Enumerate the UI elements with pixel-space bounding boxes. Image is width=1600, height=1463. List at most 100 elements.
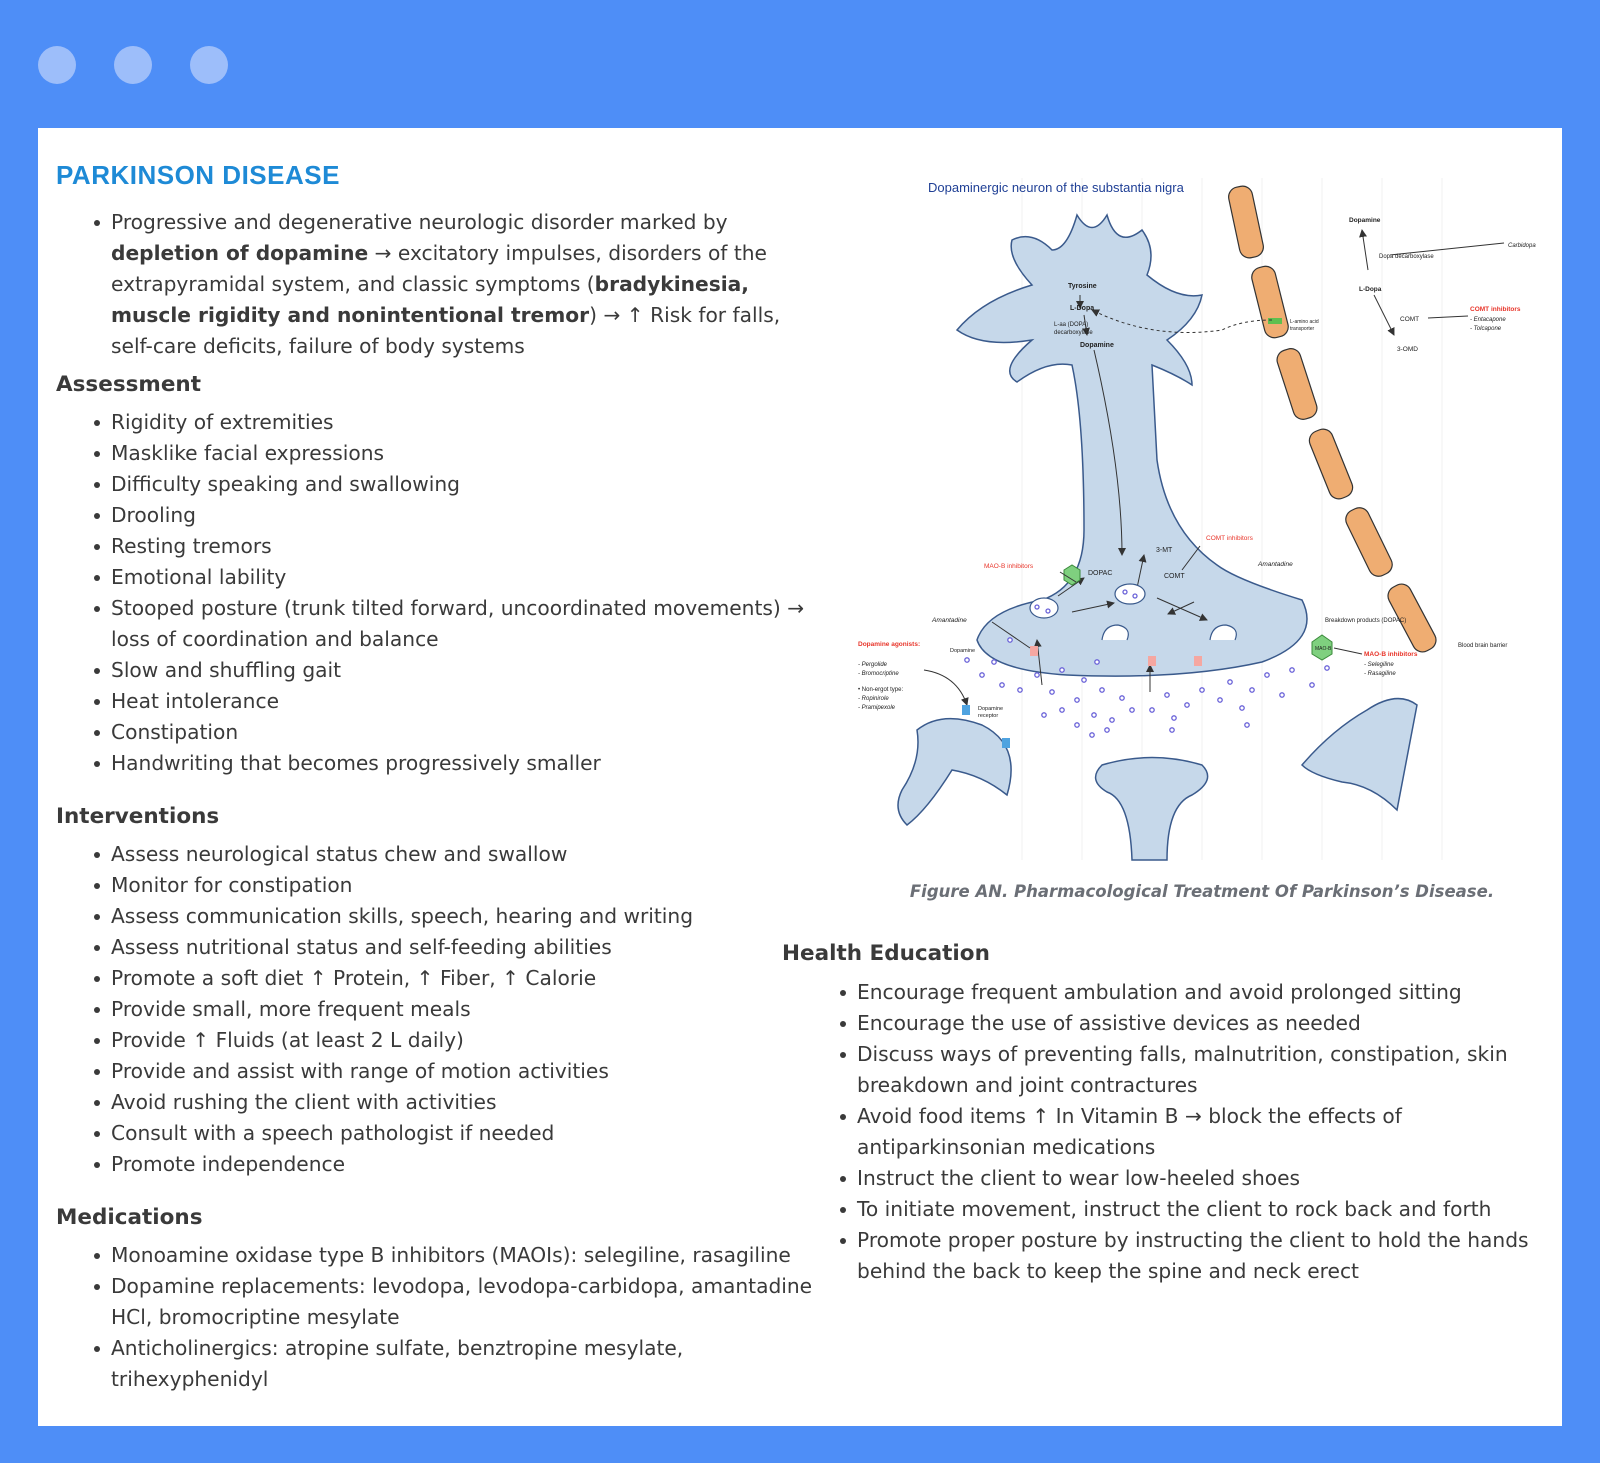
health-education-heading: Health Education [782,941,990,966]
list-item: Encourage frequent ambulation and avoid … [802,977,1542,1008]
right-ldopa-label: L-Dopa [1359,286,1382,293]
pharmacology-diagram: Dopaminergic neuron of the substantia ni… [858,178,1536,861]
intro-text-2: → excitatory impulses, disorders of the … [111,241,767,296]
postsynaptic-middle [1094,756,1209,861]
pergolide-label: - Pergolide [858,662,888,668]
pramipexole-label: - Pramipexole [858,705,896,711]
synapse-dopamine-label: Dopamine [950,648,975,654]
intro-item: Progressive and degenerative neurologic … [56,207,816,362]
assessment-list: Rigidity of extremities Masklike facial … [56,407,816,779]
list-item: Assess communication skills, speech, hea… [56,901,816,932]
postsynaptic-left [897,717,1012,826]
window-dot-1[interactable] [38,46,76,84]
right-comt-label: COMT [1400,316,1419,323]
dopamine-agonists-label: Dopamine agonists: [858,641,920,648]
list-item: Constipation [56,717,816,748]
ropinirole-label: - Ropinirole [858,696,889,702]
list-item: To initiate movement, instruct the clien… [802,1194,1542,1225]
amantadine-right-label: Amantadine [1257,561,1293,568]
intro-bold-2: bradykinesia, muscle rigidity and nonint… [111,272,749,327]
comt-inhibitors-label: COMT inhibitors [1206,535,1254,542]
content-sheet: PARKINSON DISEASE Progressive and degene… [38,128,1562,1426]
receptor-label-1: Dopamine [978,706,1003,712]
list-item: Resting tremors [56,531,816,562]
figure: Dopaminergic neuron of the substantia ni… [822,170,1542,870]
page-title: PARKINSON DISEASE [56,160,340,190]
figure-caption: Figure AN. Pharmacological Treatment Of … [909,882,1495,901]
neuron-title-label: Dopaminergic neuron of the substantia ni… [928,180,1185,195]
intro-list: Progressive and degenerative neurologic … [56,207,816,362]
list-item: Heat intolerance [56,686,816,717]
intro-text-3: ) → ↑ Risk for falls, self-care deficits… [111,303,781,358]
decarb-label: decarboxylase [1054,330,1093,336]
intro-text-1: Progressive and degenerative neurologic … [111,210,728,234]
amantadine-left-label: Amantadine [931,617,967,624]
ldopa-label: L-Dopa [1070,305,1094,312]
list-item: Anticholinergics: atropine sulfate, benz… [56,1333,816,1395]
list-item: Provide and assist with range of motion … [56,1056,816,1087]
mao-b-label: MAO-B inhibitors [984,563,1034,570]
neuron-body [955,213,1308,677]
list-item: Consult with a speech pathologist if nee… [56,1118,816,1149]
non-ergot-label: • Non-ergot type: [858,687,903,693]
list-item: Drooling [56,500,816,531]
carbidopa-label: Carbidopa [1508,243,1536,249]
comt-label: COMT [1164,573,1185,580]
mao-b-hex-label: MAO-B [1315,646,1332,652]
assessment-heading: Assessment [56,372,201,397]
list-item: Masklike facial expressions [56,438,816,469]
interventions-heading: Interventions [56,804,220,829]
window-dot-2[interactable] [114,46,152,84]
three-mt-label: 3-MT [1156,547,1173,554]
transporter-mark [1268,318,1282,324]
list-item: Discuss ways of preventing falls, malnut… [802,1039,1542,1101]
list-item: Handwriting that becomes progressively s… [56,748,816,779]
left-column: PARKINSON DISEASE Progressive and degene… [56,160,816,1395]
list-item: Monoamine oxidase type B inhibitors (MAO… [56,1240,816,1271]
laat-label-2: transporter [1290,326,1315,332]
right-comt-inhibitors-label: COMT inhibitors [1470,306,1521,313]
list-item: Promote proper posture by instructing th… [802,1225,1542,1287]
laa-label: L-aa (DOPA) [1054,322,1088,328]
intro-bold-1: depletion of dopamine [111,241,369,265]
list-item: Slow and shuffling gait [56,655,816,686]
list-item: Encourage the use of assistive devices a… [802,1008,1542,1039]
bbb-label: Blood brain barrier [1458,643,1507,649]
list-item: Emotional lability [56,562,816,593]
tolcapone-label: - Tolcapone [1470,326,1502,332]
blood-brain-barrier [1228,185,1437,653]
list-item: Promote a soft diet ↑ Protein, ↑ Fiber, … [56,963,816,994]
right-dopamine-label: Dopamine [1349,217,1381,224]
tyrosine-label: Tyrosine [1068,283,1097,290]
medications-heading: Medications [56,1205,203,1230]
mao-b-hexagon-left [1063,564,1081,586]
list-item: Provide ↑ Fluids (at least 2 L daily) [56,1025,816,1056]
list-item: Difficulty speaking and swallowing [56,469,816,500]
laat-label-1: L-amino acid [1290,319,1319,325]
interventions-list: Assess neurological status chew and swal… [56,839,816,1180]
three-omd-label: 3-OMD [1397,346,1418,353]
list-item: Provide small, more frequent meals [56,994,816,1025]
list-item: Monitor for constipation [56,870,816,901]
bromocriptine-label: - Bromocriptine [858,671,899,677]
dopac-label: DOPAC [1088,570,1112,577]
entacapone-label: - Entacapone [1470,317,1506,323]
mao-b-hexagon-right [1311,634,1333,661]
window-controls [38,46,228,84]
health-education-list: Encourage frequent ambulation and avoid … [802,977,1542,1287]
postsynaptic-right [1300,697,1418,812]
rasagiline-label: - Rasagiline [1364,671,1396,677]
dopamine-label: Dopamine [1080,342,1114,349]
dopa-decarboxylase-label: Dopa decarboxylase [1379,254,1434,260]
list-item: Instruct the client to wear low-heeled s… [802,1163,1542,1194]
list-item: Dopamine replacements: levodopa, levodop… [56,1271,816,1333]
list-item: Assess nutritional status and self-feedi… [56,932,816,963]
selegiline-label: - Selegiline [1364,662,1394,668]
receptor-label-2: receptor [978,713,998,719]
list-item: Promote independence [56,1149,816,1180]
mao-b-inhibitors-right-label: MAO-B inhibitors [1364,651,1418,658]
list-item: Avoid food items ↑ In Vitamin B → block … [802,1101,1542,1163]
medications-list: Monoamine oxidase type B inhibitors (MAO… [56,1240,816,1395]
list-item: Avoid rushing the client with activities [56,1087,816,1118]
window-dot-3[interactable] [190,46,228,84]
